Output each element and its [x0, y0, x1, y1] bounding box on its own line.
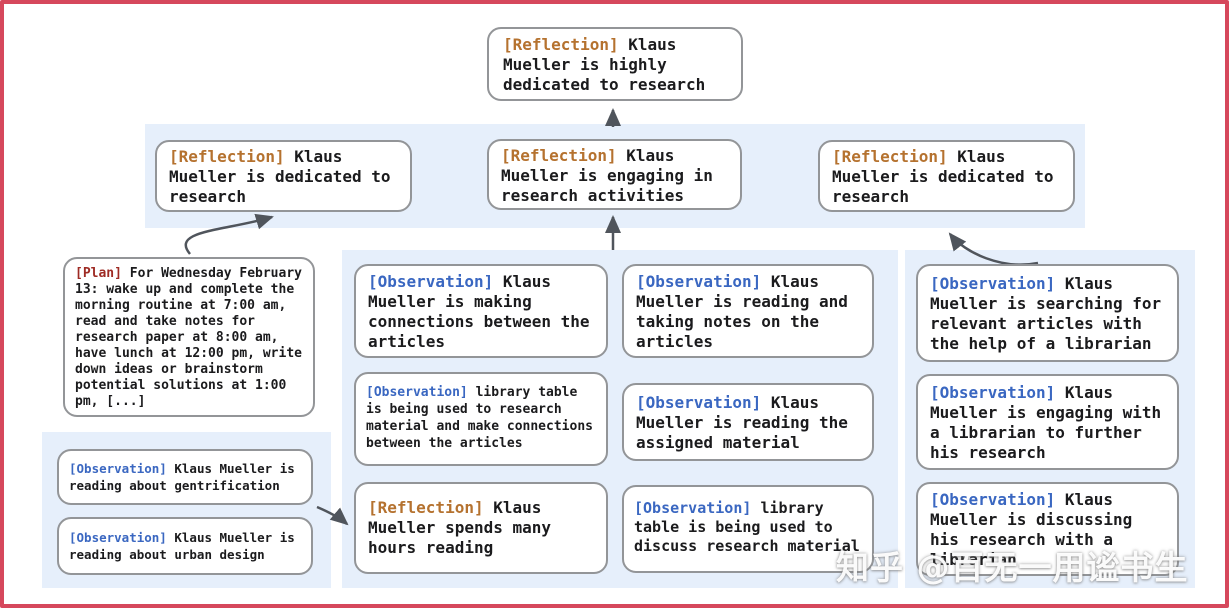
node-obs-urban-design: [Observation] Klaus Mueller is reading a… — [57, 517, 313, 575]
observation-tag: [Observation] — [636, 393, 762, 412]
node-text: Klaus Mueller is reading about gentrific… — [69, 461, 295, 493]
observation-tag: [Observation] — [366, 385, 468, 400]
reflection-tag: [Reflection] — [169, 147, 285, 166]
observation-tag: [Observation] — [930, 383, 1056, 402]
node-reflection-hours-reading: [Reflection] Klaus Mueller spends many h… — [354, 482, 608, 574]
observation-tag: [Observation] — [930, 490, 1056, 509]
observation-tag: [Observation] — [930, 274, 1056, 293]
node-reflection-middle: [Reflection] Klaus Mueller is engaging i… — [487, 139, 742, 210]
node-text: Klaus Mueller is reading and taking note… — [636, 272, 848, 351]
reflection-tag: [Reflection] — [368, 498, 484, 517]
observation-tag: [Observation] — [634, 499, 752, 517]
zhihu-watermark: 知乎 @百无一用谧书生 — [836, 548, 1189, 587]
observation-tag: [Observation] — [69, 530, 167, 545]
node-text: Klaus Mueller is discussing his research… — [930, 490, 1133, 569]
node-text: For Wednesday February 13: wake up and c… — [75, 266, 302, 409]
node-text: Klaus Mueller is highly dedicated to res… — [503, 35, 706, 94]
node-text: Klaus Mueller spends many hours reading — [368, 498, 552, 557]
node-text: Klaus Mueller is reading about urban des… — [69, 530, 295, 562]
node-text: Klaus Mueller is dedicated to research — [832, 147, 1054, 206]
node-obs-library-table-discuss: [Observation] library table is being use… — [622, 485, 874, 573]
node-obs-discussing-research: [Observation] Klaus Mueller is discussin… — [916, 482, 1179, 576]
observation-tag: [Observation] — [636, 272, 762, 291]
node-text: library table is being used to research … — [366, 385, 593, 451]
node-plan: [Plan] For Wednesday February 13: wake u… — [63, 257, 315, 417]
node-text: library table is being used to discuss r… — [634, 499, 860, 555]
observation-tag: [Observation] — [69, 461, 167, 476]
node-obs-library-table-research: [Observation] library table is being use… — [354, 372, 608, 466]
node-obs-reading-taking-notes: [Observation] Klaus Mueller is reading a… — [622, 264, 874, 358]
node-obs-making-connections: [Observation] Klaus Mueller is making co… — [354, 264, 608, 358]
reflection-tag: [Reflection] — [503, 35, 619, 54]
observation-tag: [Observation] — [368, 272, 494, 291]
reflection-tag: [Reflection] — [832, 147, 948, 166]
node-reflection-left: [Reflection] Klaus Mueller is dedicated … — [155, 140, 412, 212]
node-reflection-right: [Reflection] Klaus Mueller is dedicated … — [818, 140, 1075, 212]
node-text: Klaus Mueller is reading the assigned ma… — [636, 393, 848, 452]
node-text: Klaus Mueller is searching for relevant … — [930, 274, 1162, 353]
node-obs-gentrification: [Observation] Klaus Mueller is reading a… — [57, 449, 313, 505]
plan-tag: [Plan] — [75, 266, 122, 281]
node-text: Klaus Mueller is making connections betw… — [368, 272, 590, 351]
node-obs-engaging-librarian: [Observation] Klaus Mueller is engaging … — [916, 374, 1179, 470]
node-text: Klaus Mueller is engaging with a librari… — [930, 383, 1162, 462]
node-text: Klaus Mueller is engaging in research ac… — [501, 146, 713, 205]
reflection-tag: [Reflection] — [501, 146, 617, 165]
node-obs-searching-articles: [Observation] Klaus Mueller is searching… — [916, 264, 1179, 362]
node-obs-reading-assigned: [Observation] Klaus Mueller is reading t… — [622, 383, 874, 461]
node-root-reflection: [Reflection] Klaus Mueller is highly ded… — [487, 27, 743, 101]
node-text: Klaus Mueller is dedicated to research — [169, 147, 391, 206]
